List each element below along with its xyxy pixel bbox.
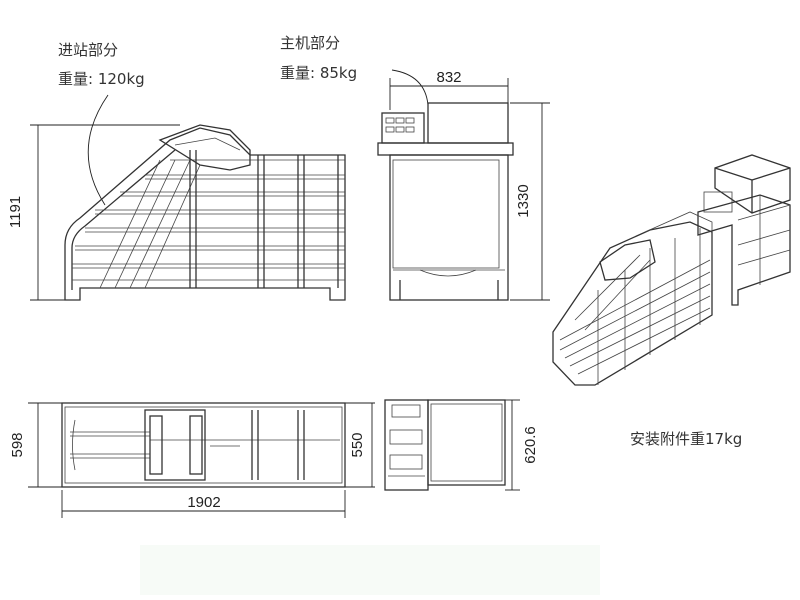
host-leader-line (391, 69, 429, 106)
entry-title-label: 进站部分 (58, 41, 118, 59)
front-top-platform (377, 142, 514, 156)
iso-host-struts (737, 195, 791, 285)
entry-weight-label: 重量: 120kg (58, 70, 145, 88)
dim-top-width-left: 598 (9, 432, 26, 457)
dim-top-length: 1902 (187, 494, 220, 511)
iso-chute-bars (559, 228, 711, 385)
top-outer-frame (61, 402, 346, 488)
iso-chute-frame (552, 221, 713, 386)
footer-band (140, 545, 600, 595)
accessory-weight-label: 安装附件重17kg (630, 430, 742, 448)
front-panel (392, 159, 500, 269)
top-view: 598 1902 550 (9, 402, 375, 518)
dim-front-width: 832 (436, 69, 461, 86)
dim-top-width-inner: 550 (349, 432, 366, 457)
front-bottom-curve (419, 269, 477, 277)
side-vertical-posts (189, 150, 339, 288)
top-cross-members (144, 409, 305, 481)
side-top-mechanism (158, 124, 251, 171)
end-view: 620.6 (384, 399, 539, 491)
iso-chute-mechanism (599, 239, 656, 281)
host-title-label: 主机部分 (280, 34, 340, 52)
end-body (427, 399, 506, 486)
dim-top-width-right: 620.6 (522, 426, 539, 464)
iso-box-edge (714, 167, 753, 181)
end-inner (430, 403, 503, 482)
top-curved-rail (72, 419, 76, 471)
side-view: 1191 (7, 124, 346, 301)
side-slant-rail (71, 149, 176, 290)
entry-leader-line (87, 94, 109, 206)
end-control-column (384, 399, 429, 491)
host-weight-label: 重量: 85kg (280, 64, 357, 82)
front-panel-buttons (385, 117, 415, 133)
isometric-view (552, 154, 791, 386)
end-details (388, 404, 425, 477)
front-control-panel (381, 112, 425, 144)
side-outer-frame (64, 127, 346, 301)
side-top-detail (174, 137, 241, 151)
dim-side-height: 1191 (7, 196, 24, 228)
side-slant-struts (99, 159, 201, 289)
front-view: 832 1330 (377, 69, 550, 301)
front-body (389, 154, 509, 301)
iso-box-edge (751, 167, 791, 181)
iso-host-frame (697, 194, 791, 306)
iso-top-rail (644, 211, 713, 233)
iso-panel (703, 191, 733, 213)
top-inner-frame (64, 406, 343, 484)
dim-front-height: 1330 (515, 184, 532, 217)
front-top-box (427, 102, 509, 144)
top-rails (70, 431, 340, 459)
